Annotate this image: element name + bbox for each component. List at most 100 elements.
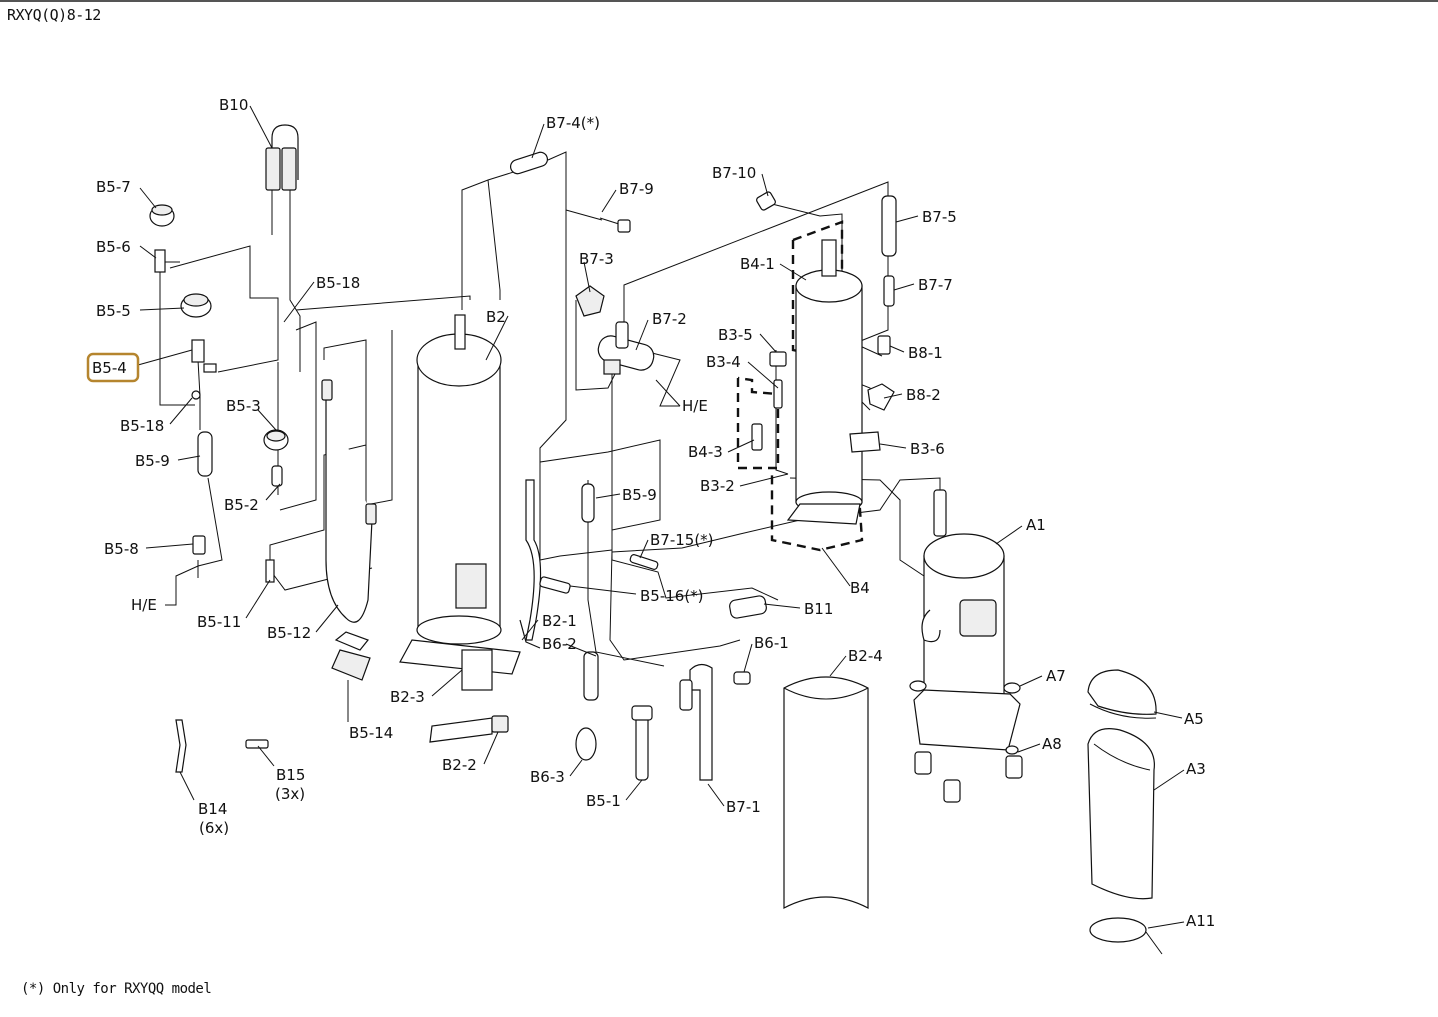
label-b10[interactable]: B10 bbox=[219, 96, 248, 114]
part-b5-5[interactable] bbox=[180, 293, 212, 318]
part-b7-1[interactable] bbox=[679, 663, 713, 781]
part-b8-1[interactable] bbox=[877, 335, 891, 355]
part-b7-4[interactable] bbox=[509, 150, 549, 175]
part-b5-2[interactable] bbox=[271, 465, 283, 487]
part-b6-3[interactable] bbox=[575, 727, 597, 761]
label-a3[interactable]: A3 bbox=[1186, 760, 1206, 778]
part-b4-1[interactable] bbox=[786, 239, 863, 525]
part-b5-4[interactable] bbox=[191, 339, 217, 373]
label-b7-10[interactable]: B7-10 bbox=[712, 164, 756, 182]
part-b7-15[interactable] bbox=[629, 554, 659, 570]
part-b4-3[interactable] bbox=[751, 423, 763, 451]
label-b5-14[interactable]: B5-14 bbox=[349, 724, 393, 742]
part-b2-receiver[interactable] bbox=[416, 314, 502, 645]
label-b3-5[interactable]: B3-5 bbox=[718, 326, 753, 344]
label-a5[interactable]: A5 bbox=[1184, 710, 1204, 728]
label-b5-2[interactable]: B5-2 bbox=[224, 496, 259, 514]
label-b4[interactable]: B4 bbox=[850, 579, 870, 597]
part-b7-9[interactable] bbox=[599, 217, 631, 233]
part-b5-12[interactable] bbox=[321, 379, 377, 623]
label-b5-8[interactable]: B5-8 bbox=[104, 540, 139, 558]
label-b8-2[interactable]: B8-2 bbox=[906, 386, 941, 404]
part-accumulator-pipe[interactable] bbox=[525, 479, 542, 641]
part-b10[interactable] bbox=[265, 124, 299, 235]
part-b8-2[interactable] bbox=[867, 383, 895, 411]
part-a7[interactable] bbox=[909, 680, 1021, 694]
label-b5-7[interactable]: B5-7 bbox=[96, 178, 131, 196]
label-b5-9-mid[interactable]: B5-9 bbox=[622, 486, 657, 504]
part-b5-3[interactable] bbox=[263, 429, 289, 451]
part-a8[interactable] bbox=[1005, 745, 1019, 755]
part-b3-4[interactable] bbox=[773, 379, 783, 409]
part-a5[interactable] bbox=[1087, 669, 1157, 719]
part-b2-4-cover[interactable] bbox=[783, 676, 869, 909]
label-b11[interactable]: B11 bbox=[804, 600, 833, 618]
label-b6-1[interactable]: B6-1 bbox=[754, 634, 789, 652]
label-he-left[interactable]: H/E bbox=[131, 596, 157, 614]
label-a11[interactable]: A11 bbox=[1186, 912, 1215, 930]
label-b5-5[interactable]: B5-5 bbox=[96, 302, 131, 320]
label-b8-1[interactable]: B8-1 bbox=[908, 344, 943, 362]
label-b15[interactable]: B15 bbox=[276, 766, 305, 784]
part-b5-14[interactable] bbox=[331, 631, 371, 681]
part-b5-9-mid[interactable] bbox=[581, 483, 595, 523]
part-b2-2[interactable] bbox=[429, 715, 509, 743]
part-b2-3[interactable] bbox=[399, 639, 521, 691]
label-b5-11[interactable]: B5-11 bbox=[197, 613, 241, 631]
label-b6-2[interactable]: B6-2 bbox=[542, 635, 577, 653]
label-a7[interactable]: A7 bbox=[1046, 667, 1066, 685]
label-b2-4[interactable]: B2-4 bbox=[848, 647, 883, 665]
label-he-mid[interactable]: H/E bbox=[682, 397, 708, 415]
part-b5-1[interactable] bbox=[631, 705, 653, 781]
label-a8[interactable]: A8 bbox=[1042, 735, 1062, 753]
part-a11[interactable] bbox=[1089, 917, 1163, 955]
label-b7-4[interactable]: B7-4(*) bbox=[546, 114, 600, 132]
label-b7-9[interactable]: B7-9 bbox=[619, 180, 654, 198]
label-b14[interactable]: B14 bbox=[198, 800, 227, 818]
part-b3-5[interactable] bbox=[769, 351, 787, 367]
part-b15[interactable] bbox=[245, 739, 269, 749]
label-b5-6[interactable]: B5-6 bbox=[96, 238, 131, 256]
label-b5-1[interactable]: B5-1 bbox=[586, 792, 621, 810]
label-b4-3[interactable]: B4-3 bbox=[688, 443, 723, 461]
label-b3-4[interactable]: B3-4 bbox=[706, 353, 741, 371]
label-b3-2[interactable]: B3-2 bbox=[700, 477, 735, 495]
part-b5-9-left[interactable] bbox=[197, 431, 213, 477]
part-b3-6[interactable] bbox=[849, 431, 881, 453]
label-b2[interactable]: B2 bbox=[486, 308, 506, 326]
label-b3-6[interactable]: B3-6 bbox=[910, 440, 945, 458]
label-b5-4[interactable]: B5-4 bbox=[92, 359, 127, 377]
part-b5-7[interactable] bbox=[149, 204, 175, 227]
label-b2-2[interactable]: B2-2 bbox=[442, 756, 477, 774]
label-a1[interactable]: A1 bbox=[1026, 516, 1046, 534]
part-b11[interactable] bbox=[729, 595, 768, 619]
part-b5-18-left[interactable] bbox=[191, 390, 201, 400]
part-b7-2[interactable] bbox=[596, 321, 657, 375]
label-b7-5[interactable]: B7-5 bbox=[922, 208, 957, 226]
part-b7-10[interactable] bbox=[756, 191, 777, 211]
label-b7-7[interactable]: B7-7 bbox=[918, 276, 953, 294]
label-b5-12[interactable]: B5-12 bbox=[267, 624, 311, 642]
label-b5-18-left[interactable]: B5-18 bbox=[120, 417, 164, 435]
part-b14[interactable] bbox=[175, 719, 187, 773]
part-b7-7[interactable] bbox=[883, 275, 895, 307]
part-b5-8[interactable] bbox=[192, 535, 206, 555]
label-b6-3[interactable]: B6-3 bbox=[530, 768, 565, 786]
part-a1-compressor[interactable] bbox=[913, 489, 1023, 803]
label-b5-3[interactable]: B5-3 bbox=[226, 397, 261, 415]
part-b5-6[interactable] bbox=[154, 249, 180, 273]
part-b6-1[interactable] bbox=[733, 671, 751, 685]
label-b2-1[interactable]: B2-1 bbox=[542, 612, 577, 630]
label-b7-1[interactable]: B7-1 bbox=[726, 798, 761, 816]
label-b2-3[interactable]: B2-3 bbox=[390, 688, 425, 706]
label-b7-15[interactable]: B7-15(*) bbox=[650, 531, 714, 549]
label-b5-16[interactable]: B5-16(*) bbox=[640, 587, 704, 605]
part-b6-2[interactable] bbox=[583, 651, 599, 701]
label-b5-18-mid[interactable]: B5-18 bbox=[316, 274, 360, 292]
label-b7-2[interactable]: B7-2 bbox=[652, 310, 687, 328]
part-a3[interactable] bbox=[1087, 728, 1155, 900]
part-b5-11[interactable] bbox=[265, 559, 275, 583]
part-b7-5[interactable] bbox=[881, 195, 897, 257]
label-b4-1[interactable]: B4-1 bbox=[740, 255, 775, 273]
part-b5-16[interactable] bbox=[539, 576, 571, 594]
